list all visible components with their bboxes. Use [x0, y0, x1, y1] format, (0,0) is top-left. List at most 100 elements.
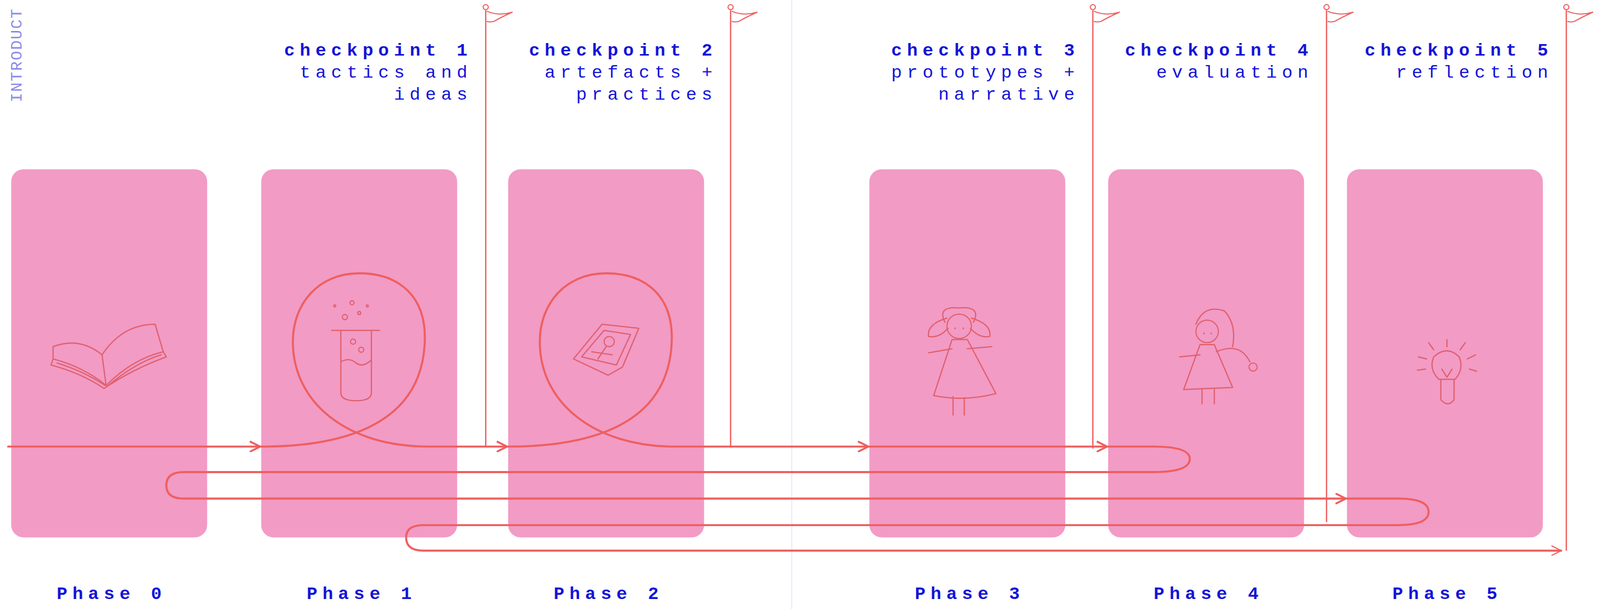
- phase-node: Phase 3: [869, 169, 1066, 539]
- checkpoint-flag: [1563, 4, 1593, 552]
- section-tab: INTRODUCT: [7, 7, 27, 103]
- girl-eye: [954, 327, 956, 330]
- flow-arrow: [1065, 445, 1108, 448]
- flag-pennant: [1567, 11, 1594, 22]
- label-holder: checkpoint 3: [883, 39, 1080, 62]
- flow-line: [869, 445, 1066, 448]
- label-holder: checkpoint 1: [276, 39, 473, 62]
- phase-label: Phase 3: [869, 583, 1066, 606]
- label-holder: prototypes + narrative: [883, 61, 1080, 107]
- book-icon: [50, 352, 167, 389]
- flow-line: [406, 499, 1562, 552]
- bubble: [357, 311, 361, 315]
- flag-knob: [1563, 4, 1570, 10]
- girl-icon: [928, 308, 997, 416]
- checkpoint-title: checkpoint 5: [1356, 39, 1554, 62]
- flow-line: [8, 445, 208, 448]
- label-holder: evaluation: [1117, 61, 1314, 84]
- flow-arrow: [207, 445, 261, 448]
- checkpoint-flag: [728, 4, 757, 448]
- label-holder: checkpoint 5: [1356, 39, 1554, 62]
- divider-line: [791, 0, 793, 609]
- flag-knob: [482, 4, 489, 10]
- checkpoint-caption: reflection: [1356, 61, 1554, 84]
- label-holder: checkpoint 2: [521, 39, 718, 62]
- label-holder: checkpoint 4: [1117, 39, 1314, 62]
- checkpoint-caption: artefacts + practices: [521, 61, 718, 107]
- waving-girl-icon: [1179, 309, 1250, 404]
- flag-knob: [728, 4, 734, 10]
- checkpoint-caption: tactics and ideas: [276, 61, 473, 107]
- phase-node: Phase 4: [1108, 169, 1304, 539]
- phase-card: [1108, 169, 1304, 539]
- label-holder: artefacts + practices: [521, 61, 718, 107]
- flag-pennant: [486, 11, 513, 22]
- flag-knob: [1323, 4, 1330, 10]
- checkpoint-title: checkpoint 3: [883, 39, 1080, 62]
- girl-eye: [962, 327, 964, 330]
- bubble: [342, 314, 348, 321]
- checkpoint-flag: [482, 4, 512, 448]
- bubble: [333, 304, 336, 308]
- waving-hand: [1248, 363, 1258, 372]
- flag-pennant: [731, 11, 758, 22]
- lightbulb-icon: [1417, 339, 1477, 404]
- label-holder: INTRODUCT: [7, 7, 27, 103]
- phase-node: Phase 2: [508, 169, 704, 539]
- girl-eye: [1210, 332, 1213, 335]
- flow-arrow: [457, 445, 508, 448]
- phase-node: Phase 1: [261, 169, 458, 539]
- flag-pole: [1325, 9, 1328, 523]
- test-tube-icon: [331, 330, 380, 402]
- flag-pennant: [1327, 11, 1354, 22]
- checkpoint-caption: evaluation: [1117, 61, 1314, 84]
- flag-pole: [730, 9, 732, 447]
- phase-card: [508, 169, 704, 539]
- phase-card: [869, 169, 1066, 539]
- checkpoint-title: checkpoint 2: [521, 39, 718, 62]
- checkpoint-title: checkpoint 1: [276, 39, 473, 62]
- bubble: [366, 304, 369, 308]
- flag-pole: [485, 9, 487, 447]
- phase-label: Phase 4: [1108, 583, 1304, 606]
- girl-eye: [1203, 332, 1205, 335]
- flow-arrow: [1303, 498, 1346, 501]
- flag-knob: [1090, 4, 1096, 10]
- phase-label: Phase 0: [11, 583, 207, 606]
- flow-arrow: [703, 445, 869, 448]
- phase-label: Phase 1: [261, 583, 458, 606]
- checkpoint-title: checkpoint 4: [1117, 39, 1314, 62]
- checkpoint-flag: [1090, 4, 1120, 450]
- flow-line: [261, 273, 458, 447]
- phase-label: Phase 5: [1346, 583, 1543, 606]
- figure-head: [604, 336, 615, 347]
- label-holder: reflection: [1356, 61, 1554, 84]
- phase-card: [11, 169, 207, 539]
- checkpoint-flag: [1323, 4, 1353, 523]
- phase-node: Phase 0: [11, 169, 207, 539]
- phase-card: [261, 169, 458, 539]
- flag-pennant: [1093, 11, 1120, 22]
- girl-head: [1195, 320, 1219, 343]
- bubble: [358, 347, 364, 353]
- photo-icon: [573, 324, 639, 376]
- phase-card: [1346, 169, 1543, 539]
- book-icon: [53, 324, 164, 386]
- bubble: [350, 339, 356, 345]
- girl-head: [946, 314, 972, 340]
- checkpoint-caption: prototypes + narrative: [883, 61, 1080, 107]
- phase-label: Phase 2: [508, 583, 704, 606]
- flow-line: [508, 273, 704, 447]
- phase-node: Phase 5: [1346, 169, 1543, 539]
- bubble: [350, 300, 355, 305]
- flow-line: [166, 446, 1304, 499]
- flag-pole: [1565, 9, 1568, 551]
- label-holder: tactics and ideas: [276, 61, 473, 107]
- flag-pole: [1092, 9, 1094, 449]
